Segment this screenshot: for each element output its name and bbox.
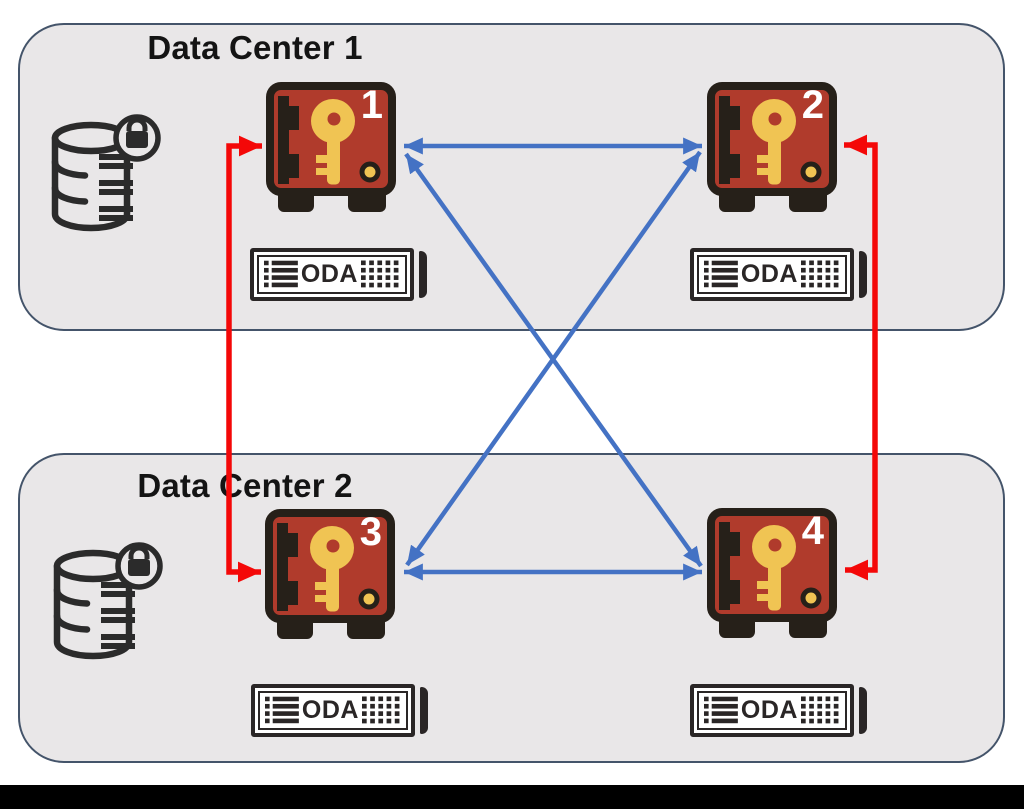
server-side-panel: [420, 687, 428, 734]
oda-label: ODA: [740, 260, 798, 288]
key-vault-1: 1: [266, 82, 396, 215]
server-list-icon: [704, 694, 738, 727]
server-vents-icon: [801, 694, 840, 727]
server-list-icon: [264, 258, 298, 291]
bottom-black-bar: [0, 785, 1024, 809]
oda-server-frame: ODA: [251, 684, 415, 737]
vault-number: 3: [359, 510, 382, 554]
key-vault-3: 3: [265, 509, 395, 642]
server-side-panel: [859, 687, 867, 734]
server-side-panel: [859, 251, 867, 298]
oda-label: ODA: [301, 696, 359, 724]
database-lock-icon: [43, 112, 161, 234]
vault-number: 4: [801, 509, 824, 553]
database-lock-icon: [45, 540, 163, 662]
oda-server-dc2-right: ODA: [690, 684, 867, 737]
server-side-panel: [419, 251, 427, 298]
oda-server-frame: ODA: [250, 248, 414, 301]
server-vents-icon: [362, 694, 401, 727]
vault-number: 2: [801, 83, 824, 127]
oda-server-dc1-left: ODA: [250, 248, 427, 301]
data-center-1-title: Data Center 1: [147, 29, 363, 66]
oda-server-frame: ODA: [690, 248, 854, 301]
oda-label: ODA: [300, 260, 358, 288]
oda-server-dc1-right: ODA: [690, 248, 867, 301]
vault-number: 1: [360, 83, 383, 127]
server-vents-icon: [801, 258, 840, 291]
server-list-icon: [704, 258, 738, 291]
oda-label: ODA: [740, 696, 798, 724]
server-vents-icon: [361, 258, 400, 291]
oda-server-frame: ODA: [690, 684, 854, 737]
oda-server-dc2-left: ODA: [251, 684, 428, 737]
key-vault-2: 2: [707, 82, 837, 215]
key-vault-4: 4: [707, 508, 837, 641]
data-center-2-title: Data Center 2: [137, 467, 353, 504]
server-list-icon: [265, 694, 299, 727]
